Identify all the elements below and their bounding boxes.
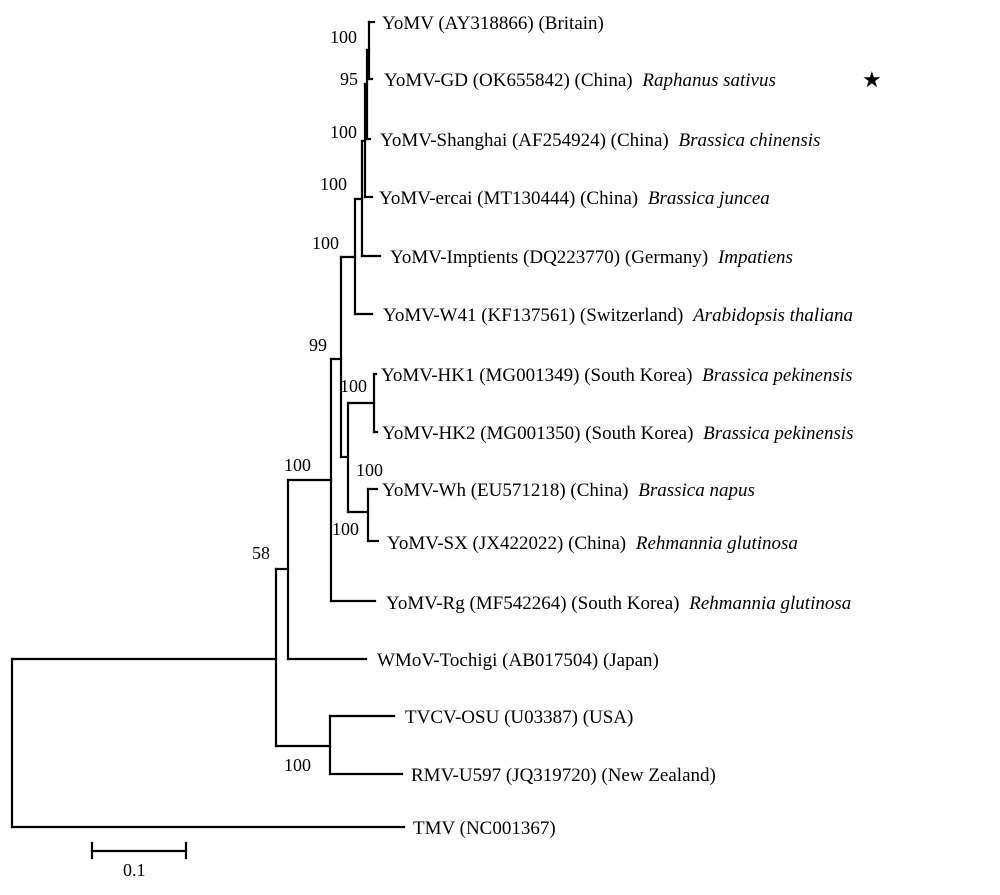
host-brassica-pekinensis: Brassica pekinensis (703, 423, 853, 444)
scale-bar: 0.1 (90, 841, 188, 880)
support-value: 100 (284, 755, 311, 775)
leaf-yomv-britain: YoMV (AY318866) (Britain) (382, 13, 604, 34)
support-value: 100 (330, 122, 357, 142)
leaf-yomv-gd: YoMV-GD (OK655842) (China) Raphanus sati… (384, 70, 776, 91)
support-value: 100 (332, 519, 359, 539)
leaf-wmov-tochigi: WMoV-Tochigi (AB017504) (Japan) (377, 650, 659, 671)
leaf-tvcv-osu: TVCV-OSU (U03387) (USA) (405, 707, 633, 728)
support-value: 100 (330, 27, 357, 47)
leaf-yomv-wh: YoMV-Wh (EU571218) (China) Brassica napu… (382, 480, 755, 501)
support-value: 100 (320, 174, 347, 194)
leaf-yomv-shanghai: YoMV-Shanghai (AF254924) (China) Brassic… (380, 130, 820, 151)
support-value: 100 (340, 376, 367, 396)
tree-branches (10, 20, 406, 829)
host-brassica-pekinensis: Brassica pekinensis (702, 365, 852, 386)
leaf-yomv-hk2: YoMV-HK2 (MG001350) (South Korea) Brassi… (382, 423, 854, 444)
leaf-yomv-imptients: YoMV-Imptients (DQ223770) (Germany) Impa… (390, 247, 793, 268)
support-value: 100 (356, 460, 383, 480)
host-brassica-chinensis: Brassica chinensis (678, 130, 820, 151)
red-star-icon: ★ (862, 68, 882, 93)
host-raphanus-sativus: Raphanus sativus (641, 70, 776, 91)
scale-bar-label: 0.1 (123, 860, 146, 880)
support-value: 100 (312, 233, 339, 253)
leaf-rmv-u597: RMV-U597 (JQ319720) (New Zealand) (411, 765, 716, 786)
leaf-yomv-rg: YoMV-Rg (MF542264) (South Korea) Rehmann… (386, 593, 851, 614)
support-value: 95 (340, 69, 358, 89)
leaf-yomv-sx: YoMV-SX (JX422022) (China) Rehmannia glu… (387, 533, 798, 554)
host-impatiens: Impatiens (717, 247, 793, 268)
host-rehmannia-glutinosa: Rehmannia glutinosa (635, 533, 798, 554)
support-value: 100 (284, 455, 311, 475)
leaf-yomv-ercai: YoMV-ercai (MT130444) (China) Brassica j… (379, 188, 770, 209)
host-brassica-napus: Brassica napus (638, 480, 755, 501)
leaf-labels: YoMV (AY318866) (Britain) YoMV-GD (OK655… (377, 13, 882, 839)
host-arabidopsis-thaliana: Arabidopsis thaliana (691, 305, 853, 326)
support-value: 58 (252, 543, 270, 563)
leaf-yomv-w41: YoMV-W41 (KF137561) (Switzerland) Arabid… (383, 305, 853, 326)
leaf-tmv: TMV (NC001367) (413, 818, 556, 839)
support-values: 100 95 100 100 100 99 100 100 100 100 58… (252, 27, 383, 775)
support-value: 99 (309, 335, 327, 355)
leaf-yomv-hk1: YoMV-HK1 (MG001349) (South Korea) Brassi… (381, 365, 853, 386)
host-rehmannia-glutinosa: Rehmannia glutinosa (688, 593, 851, 614)
host-brassica-juncea: Brassica juncea (648, 188, 770, 209)
